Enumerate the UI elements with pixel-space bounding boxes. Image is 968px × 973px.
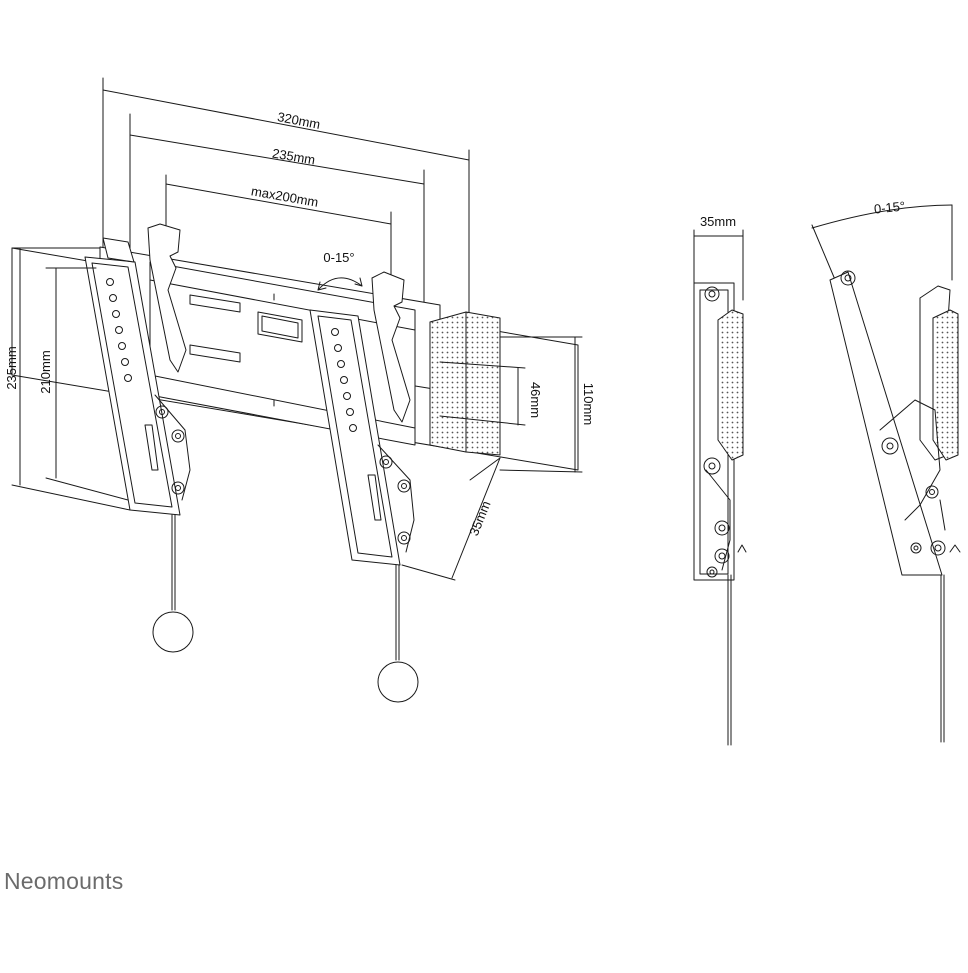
dim-height-110: 110mm [581,383,596,425]
dim-tilt-side: 0-15° [873,198,906,216]
dim-depth-35-front: 35mm [466,499,493,538]
wall-cushion [429,311,501,456]
dim-width-235: 235mm [271,146,316,168]
right-arm [309,271,419,703]
rail-dimension-lines [439,336,583,473]
left-arm [84,223,194,653]
dim-height-210: 210mm [38,350,53,393]
height-dimension-lines [11,247,131,511]
width-dimension-lines [102,77,470,319]
neomounts-logo: Neomounts [4,868,124,894]
dim-tilt-front: 0-15° [323,250,354,265]
tilt-arrow [317,277,363,291]
side-view-tilted [811,204,961,743]
dim-width-320: 320mm [276,109,321,132]
dim-height-46: 46mm [528,382,543,418]
depth-dimension-lines [401,457,501,581]
dim-depth-35-side: 35mm [700,214,736,229]
dim-height-235: 235mm [4,346,19,389]
dim-width-max200: max200mm [250,183,319,210]
front-view [11,77,583,703]
side-view-flat [693,229,747,746]
